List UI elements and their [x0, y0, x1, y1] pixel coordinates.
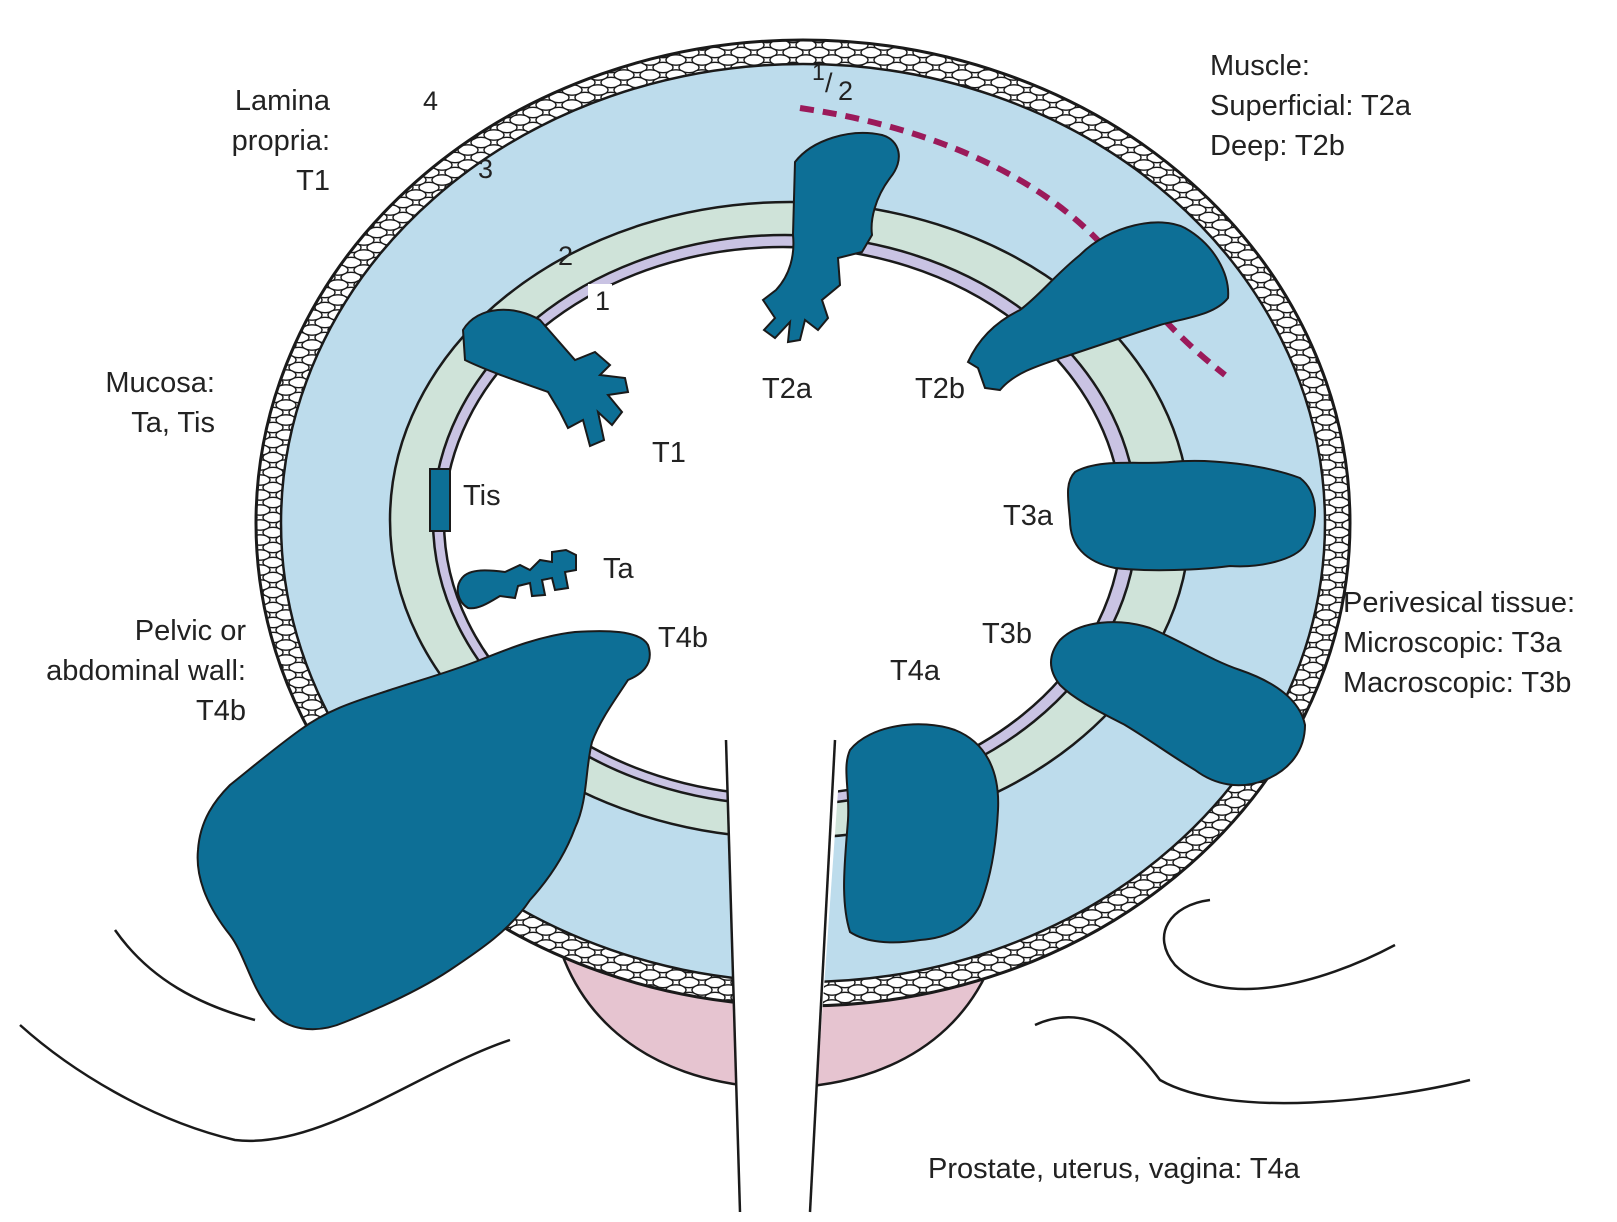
layer-number-lamina: 2: [558, 241, 573, 271]
muscle-title: Muscle:: [1210, 50, 1310, 82]
pelvic-contour-right-upper: [1164, 900, 1395, 989]
urethra: [726, 730, 842, 1212]
tumor-t4a: [844, 724, 998, 942]
label-t2a: T2a: [762, 373, 813, 405]
pelvic-contour-left-lower: [20, 1025, 510, 1141]
pelvic-wall-title: Pelvic or: [135, 615, 247, 647]
muscle-superficial: Superficial: T2a: [1210, 90, 1412, 122]
prostate-label: Prostate, uterus, vagina: T4a: [928, 1153, 1301, 1185]
pelvic-wall-stage: T4b: [196, 695, 246, 727]
tumor-tis: [430, 469, 450, 531]
layer-number-half-slash: /: [825, 68, 833, 98]
layer-number-fat: 4: [423, 86, 438, 116]
label-ta: Ta: [603, 553, 635, 585]
layer-number-muscle: 3: [478, 154, 493, 184]
pelvic-wall-subtitle: abdominal wall:: [46, 655, 246, 687]
label-t3a: T3a: [1003, 500, 1054, 532]
tumor-t3a: [1068, 461, 1315, 570]
mucosa-stages: Ta, Tis: [131, 407, 215, 439]
mucosa-title: Mucosa:: [105, 367, 215, 399]
pelvic-contour-right-lower: [1035, 1017, 1470, 1103]
label-t3b: T3b: [982, 618, 1032, 650]
label-tis: Tis: [463, 480, 501, 512]
layer-number-half-two: 2: [838, 76, 853, 106]
lamina-propria-title: Lamina: [235, 85, 331, 117]
lamina-propria-stage: T1: [296, 165, 330, 197]
lamina-propria-colon: propria:: [232, 125, 330, 157]
perivesical-microscopic: Microscopic: T3a: [1343, 627, 1563, 659]
perivesical-macroscopic: Macroscopic: T3b: [1343, 667, 1571, 699]
layer-number-mucosa-label: 1: [595, 286, 610, 316]
label-t1: T1: [652, 437, 686, 469]
layer-number-half-one: 1: [812, 59, 825, 85]
label-t2b: T2b: [915, 373, 965, 405]
perivesical-title: Perivesical tissue:: [1343, 587, 1575, 619]
pelvic-contour-left-upper: [115, 930, 255, 1020]
label-t4b: T4b: [658, 622, 708, 654]
label-t4a: T4a: [890, 655, 941, 687]
muscle-deep: Deep: T2b: [1210, 130, 1345, 162]
